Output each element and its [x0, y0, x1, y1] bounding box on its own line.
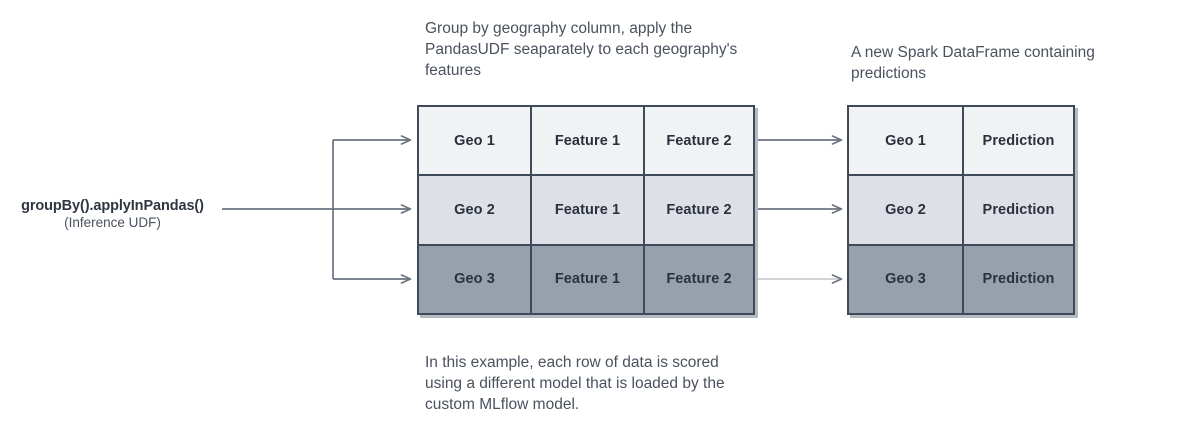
cell-feature-2: Feature 2 — [666, 132, 732, 149]
cell-geo: Geo 3 — [849, 245, 964, 313]
cell-feature-2: Feature 2 — [666, 201, 732, 218]
cell-feature-2: Feature 2 — [666, 271, 732, 288]
udf-trunk-connector — [222, 140, 334, 279]
cell-prediction: Prediction — [982, 201, 1055, 218]
cell-feature-1: Feature 1 — [532, 245, 645, 313]
cell-geo: Geo 3 — [419, 245, 532, 313]
table-row: Geo 1 Prediction — [849, 107, 1073, 177]
cell-prediction: Prediction — [982, 132, 1055, 149]
group-by-annotation: Group by geography column, apply the Pan… — [425, 20, 738, 79]
cell-geo: Geo 1 — [419, 107, 532, 175]
cell-geo: Geo 2 — [849, 176, 964, 244]
example-explanation-annotation: In this example, each row of data is sco… — [425, 354, 725, 413]
udf-label-main: groupBy().applyInPandas() — [21, 198, 204, 214]
table-row: Geo 3 Feature 1 Feature 2 — [419, 245, 753, 313]
input-dataframe-table: Geo 1 Feature 1 Feature 2 Geo 2 Feature … — [417, 105, 755, 315]
output-dataframe-annotation: A new Spark DataFrame containing predict… — [851, 44, 1095, 82]
output-dataframe-table: Geo 1 Prediction Geo 2 Prediction Geo 3 … — [847, 105, 1075, 315]
table-row: Geo 2 Prediction — [849, 176, 1073, 246]
table-row: Geo 1 Feature 1 Feature 2 — [419, 107, 753, 177]
cell-geo: Geo 2 — [419, 176, 532, 244]
udf-label-block: groupBy().applyInPandas() (Inference UDF… — [0, 198, 225, 230]
udf-label-sub: (Inference UDF) — [64, 215, 161, 230]
table-row: Geo 2 Feature 1 Feature 2 — [419, 176, 753, 246]
cell-prediction: Prediction — [982, 271, 1055, 288]
cell-geo: Geo 1 — [849, 107, 964, 175]
table-row: Geo 3 Prediction — [849, 245, 1073, 313]
cell-feature-1: Feature 1 — [532, 107, 645, 175]
cell-feature-1: Feature 1 — [532, 176, 645, 244]
